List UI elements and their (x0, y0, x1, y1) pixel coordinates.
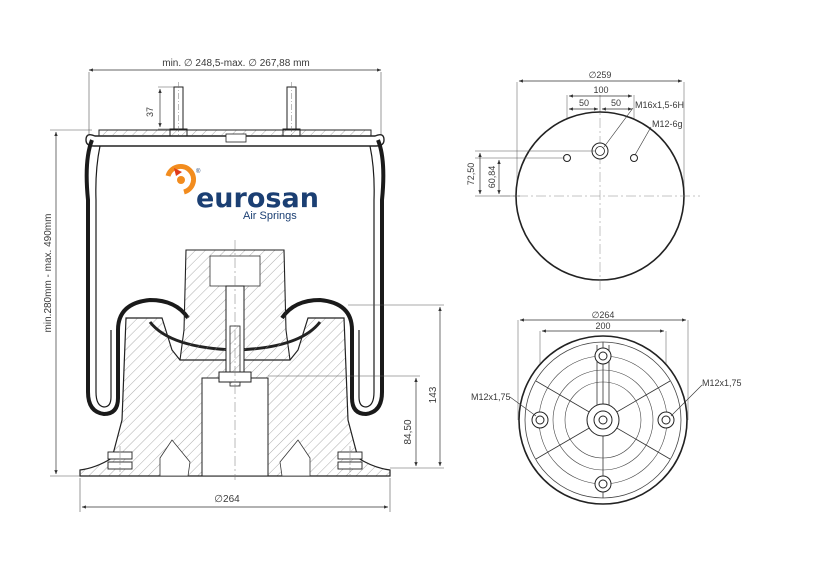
stud-height-label: 37 (145, 107, 155, 117)
piston-height-dimension: 143 (348, 304, 444, 469)
top-diameter-label: ∅259 (589, 70, 612, 80)
thread-callouts: M16x1,5-6H M12-6g (603, 100, 684, 156)
eurosan-logo: ® eurosan Air Springs (165, 163, 319, 222)
brand-name: eurosan (196, 183, 319, 214)
bolt-spacing-label: 200 (595, 321, 610, 331)
bottom-diameter-dimension: ∅264 (517, 310, 689, 420)
base-bolts (107, 446, 363, 476)
offset-dimensions: 72,50 60,84 (466, 150, 596, 197)
base-height-label: 84,50 (403, 419, 414, 444)
thread-center-label: M16x1,5-6H (635, 100, 684, 110)
height-range-label: min.280mm - max. 490mm (43, 214, 54, 333)
height-range-dimension: min.280mm - max. 490mm (43, 129, 92, 477)
offset-inner-label: 60,84 (487, 166, 497, 189)
side-section-view: min. ∅ 248,5-max. ∅ 267,88 mm 37 (43, 58, 444, 512)
base-diameter-label: ∅264 (214, 494, 240, 505)
top-holes (563, 142, 638, 162)
piston-height-label: 143 (428, 386, 439, 403)
top-diameter-label: min. ∅ 248,5-max. ∅ 267,88 mm (162, 58, 309, 69)
spacing-total-label: 100 (593, 85, 608, 95)
logo-mark-icon (165, 163, 197, 195)
rubber-bellow (84, 139, 386, 417)
bottom-thread-callouts: M12x1,75 M12x1,75 (471, 378, 742, 417)
piston-insert (179, 240, 291, 480)
spacing-right-label: 50 (611, 98, 621, 108)
base-height-dimension: 84,50 (268, 375, 420, 467)
thread-left-label: M12x1,75 (471, 392, 511, 402)
top-diameter-dimension: min. ∅ 248,5-max. ∅ 267,88 mm (88, 58, 382, 134)
spacing-left-label: 50 (579, 98, 589, 108)
thread-right-label: M12x1,75 (702, 378, 742, 388)
bottom-bolts (531, 347, 675, 493)
bottom-diameter-label: ∅264 (592, 310, 615, 320)
registered-mark: ® (196, 168, 201, 175)
brand-tagline: Air Springs (243, 210, 297, 222)
bottom-view: ∅264 200 (471, 310, 742, 505)
offset-outer-label: 72,50 (466, 163, 476, 186)
top-view: ∅259 100 50 50 M16x1,5-6H M12-6g (466, 70, 700, 290)
thread-side-label: M12-6g (652, 119, 683, 129)
stud-height-dimension: 37 (145, 86, 176, 130)
top-bead-plate (85, 129, 385, 147)
top-diameter-dimension: ∅259 (516, 70, 685, 196)
base-diameter-dimension: ∅264 (79, 478, 391, 512)
